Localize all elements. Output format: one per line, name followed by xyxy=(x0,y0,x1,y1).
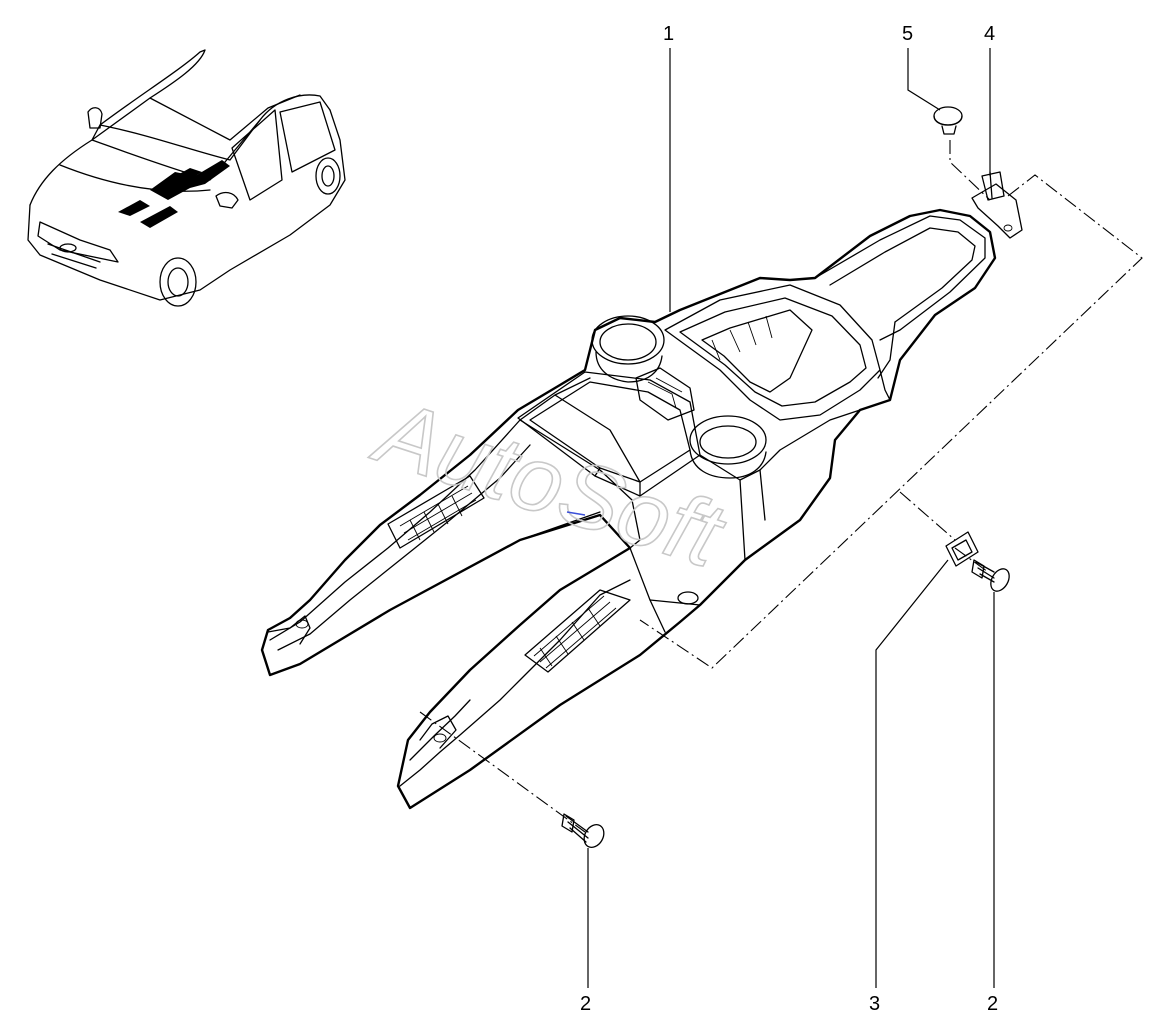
callout-1: 1 xyxy=(663,23,674,45)
callout-5: 5 xyxy=(902,23,913,45)
spring-nut xyxy=(945,531,979,567)
callout-4: 4 xyxy=(984,23,995,45)
plastic-plug xyxy=(933,106,963,135)
stray-mark xyxy=(566,511,586,516)
center-console xyxy=(260,208,997,810)
callout-3: 3 xyxy=(869,993,880,1015)
assembly-reference-lines xyxy=(419,140,1143,833)
leader-lines xyxy=(587,48,995,988)
callout-2-right: 2 xyxy=(987,993,998,1015)
screw-right xyxy=(971,559,1010,592)
callout-2-left: 2 xyxy=(580,993,591,1015)
car-locator-illustration xyxy=(27,49,346,307)
screw-left xyxy=(561,813,605,848)
mounting-bracket xyxy=(971,171,1023,239)
